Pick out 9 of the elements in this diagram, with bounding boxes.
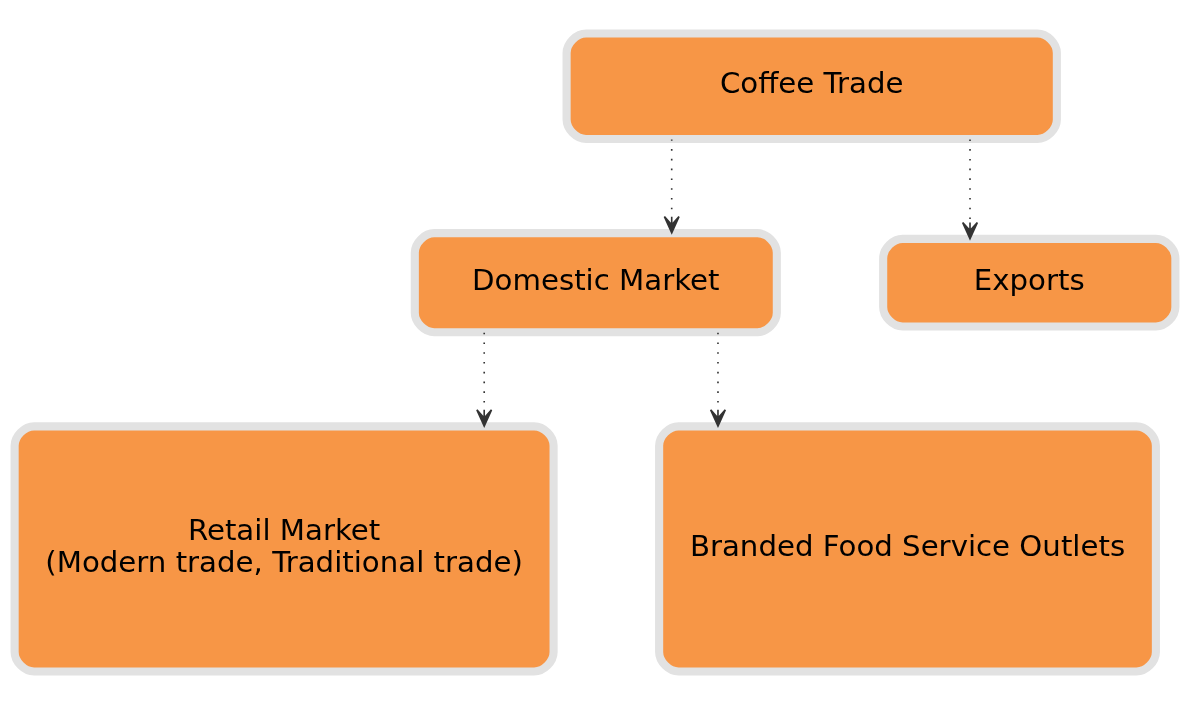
arrow xyxy=(663,138,680,234)
node-box: Coffee Trade xyxy=(562,28,1061,143)
arrow xyxy=(961,138,979,240)
node-box: Exports xyxy=(879,234,1180,331)
node-box: Domestic Market xyxy=(410,228,781,336)
node-box: Branded Food Service Outlets xyxy=(655,421,1160,676)
arrow xyxy=(709,331,727,427)
arrow xyxy=(476,331,493,427)
node-box: Retail Market (Modern trade, Traditional trade) xyxy=(10,421,558,676)
